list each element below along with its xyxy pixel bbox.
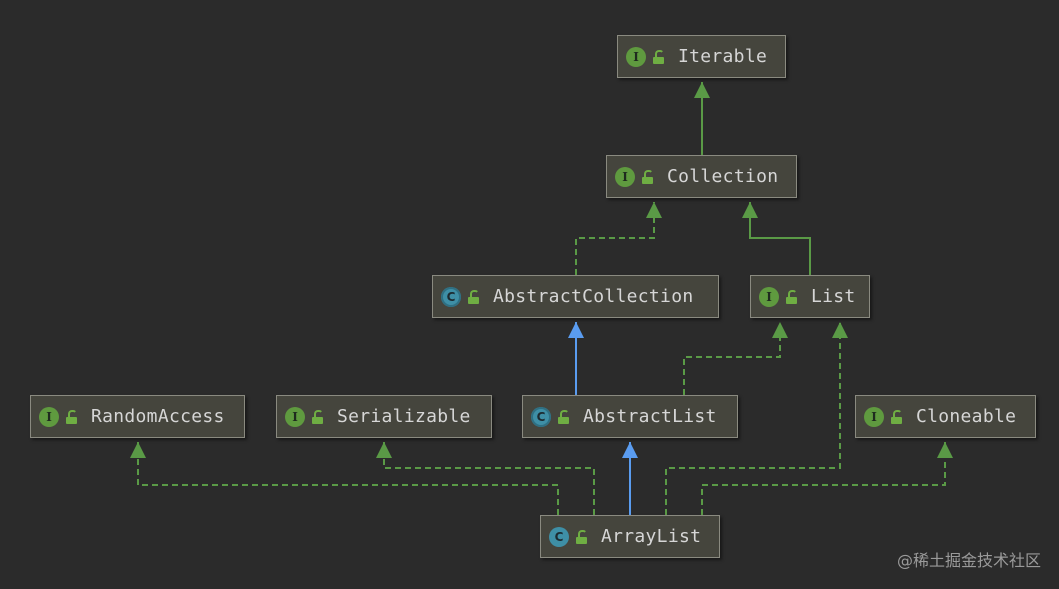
edge-array-list-to-list	[665, 322, 841, 515]
node-iterable[interactable]: I Iterable	[617, 35, 786, 78]
public-lock-icon	[557, 409, 569, 424]
node-cloneable[interactable]: I Cloneable	[855, 395, 1036, 438]
public-lock-icon	[65, 409, 77, 424]
node-label: Collection	[667, 166, 779, 187]
arrowhead-abstract-list-to-list	[772, 322, 788, 338]
node-label: ArrayList	[601, 526, 702, 547]
node-label: AbstractList	[583, 406, 717, 427]
arrowhead-abstract-list-to-abstract-collection	[568, 322, 584, 338]
public-lock-icon	[575, 529, 587, 544]
edge-array-list-to-random-access	[137, 442, 559, 515]
public-lock-icon	[311, 409, 323, 424]
edge-abstract-list-to-list	[683, 322, 781, 395]
node-label: AbstractCollection	[493, 286, 694, 307]
node-random-access[interactable]: I RandomAccess	[30, 395, 245, 438]
class-badge-icon: C	[549, 526, 569, 547]
interface-badge-icon: I	[626, 46, 646, 67]
public-lock-icon	[890, 409, 902, 424]
arrowhead-list-to-collection	[742, 202, 758, 218]
interface-badge-icon: I	[759, 286, 779, 307]
interface-badge-icon: I	[285, 406, 305, 427]
node-array-list[interactable]: C ArrayList	[540, 515, 720, 558]
public-lock-icon	[641, 169, 653, 184]
edge-list-to-collection	[749, 202, 811, 275]
public-lock-icon	[785, 289, 797, 304]
arrowhead-array-list-to-cloneable	[937, 442, 953, 458]
interface-badge-icon: I	[39, 406, 59, 427]
node-label: Cloneable	[916, 406, 1017, 427]
node-label: Iterable	[678, 46, 768, 67]
node-abstract-list[interactable]: C AbstractList	[522, 395, 738, 438]
node-label: Serializable	[337, 406, 471, 427]
public-lock-icon	[652, 49, 664, 64]
edge-array-list-to-serializable	[383, 442, 595, 515]
interface-badge-icon: I	[864, 406, 884, 427]
node-list[interactable]: I List	[750, 275, 870, 318]
arrowhead-array-list-to-list	[832, 322, 848, 338]
interface-badge-icon: I	[615, 166, 635, 187]
arrowhead-array-list-to-random-access	[130, 442, 146, 458]
node-serializable[interactable]: I Serializable	[276, 395, 492, 438]
watermark: @稀土掘金技术社区	[896, 551, 1041, 570]
arrowhead-abstract-collection-to-collection	[646, 202, 662, 218]
arrowhead-array-list-to-serializable	[376, 442, 392, 458]
public-lock-icon	[467, 289, 479, 304]
arrowhead-collection-to-iterable	[694, 82, 710, 98]
node-label: RandomAccess	[91, 406, 225, 427]
edge-abstract-collection-to-collection	[575, 202, 655, 275]
node-label: List	[811, 286, 856, 307]
arrowhead-array-list-to-abstract-list	[622, 442, 638, 458]
node-abstract-collection[interactable]: C AbstractCollection	[432, 275, 719, 318]
abstract-class-badge-icon: C	[531, 406, 551, 427]
abstract-class-badge-icon: C	[441, 286, 461, 307]
node-collection[interactable]: I Collection	[606, 155, 797, 198]
edge-array-list-to-cloneable	[701, 442, 946, 515]
